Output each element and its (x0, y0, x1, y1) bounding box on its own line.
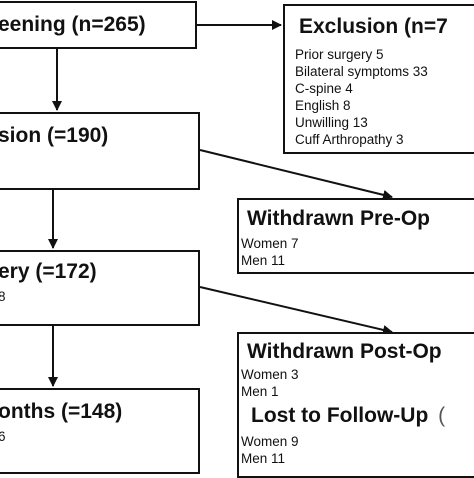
inclusion-title: sion (=190) (0, 124, 109, 147)
lost-to-follow-up-label: Lost to Follow-Up (251, 404, 429, 427)
exclusion-item: Unwilling 13 (295, 115, 368, 130)
withdrawn-pre-op-item: Women 7 (241, 236, 299, 251)
exclusion-item: C-spine 4 (295, 81, 353, 96)
months-sub: 6 (0, 428, 6, 445)
withdrawn-post-op-box: Withdrawn Post-Op Women 3 Men 1 Lost to … (237, 332, 474, 478)
lost-to-follow-up-item: Men 11 (241, 451, 286, 466)
screening-box: eening (n=265) (0, 1, 197, 49)
exclusion-item: Bilateral symptoms 33 (295, 64, 428, 79)
surgery-sub: 8 (0, 288, 6, 305)
withdrawn-pre-op-item: Men 11 (241, 253, 286, 268)
arrow-inclusion-to-withdrawn-pre-op (199, 149, 393, 200)
months-title: onths (=148) (0, 400, 123, 423)
withdrawn-post-op-title: Withdrawn Post-Op (247, 340, 442, 363)
exclusion-item: Cuff Arthropathy 3 (295, 132, 404, 147)
screening-title: eening (n=265) (0, 13, 146, 36)
exclusion-item: Prior surgery 5 (295, 47, 384, 62)
months-box: onths (=148) 6 (0, 388, 200, 474)
surgery-box: ery (=172) 8 (0, 250, 200, 326)
exclusion-item: English 8 (295, 98, 351, 113)
withdrawn-pre-op-title: Withdrawn Pre-Op (247, 207, 430, 230)
withdrawn-post-op-item: Women 3 (241, 367, 299, 382)
exclusion-box: Exclusion (n=7 Prior surgery 5 Bilateral… (283, 4, 474, 154)
arrow-surgery-to-withdrawn-post-op (199, 286, 393, 335)
lost-to-follow-up-title: Lost to Follow-Up ( (251, 404, 445, 428)
withdrawn-post-op-item: Men 1 (241, 384, 279, 399)
surgery-title: ery (=172) (0, 260, 97, 283)
lost-to-follow-up-item: Women 9 (241, 434, 299, 449)
exclusion-title: Exclusion (n=7 (299, 15, 448, 38)
inclusion-box: sion (=190) (0, 112, 200, 190)
lost-to-follow-up-tail: ( (438, 404, 446, 427)
withdrawn-pre-op-box: Withdrawn Pre-Op Women 7 Men 11 (237, 198, 474, 274)
